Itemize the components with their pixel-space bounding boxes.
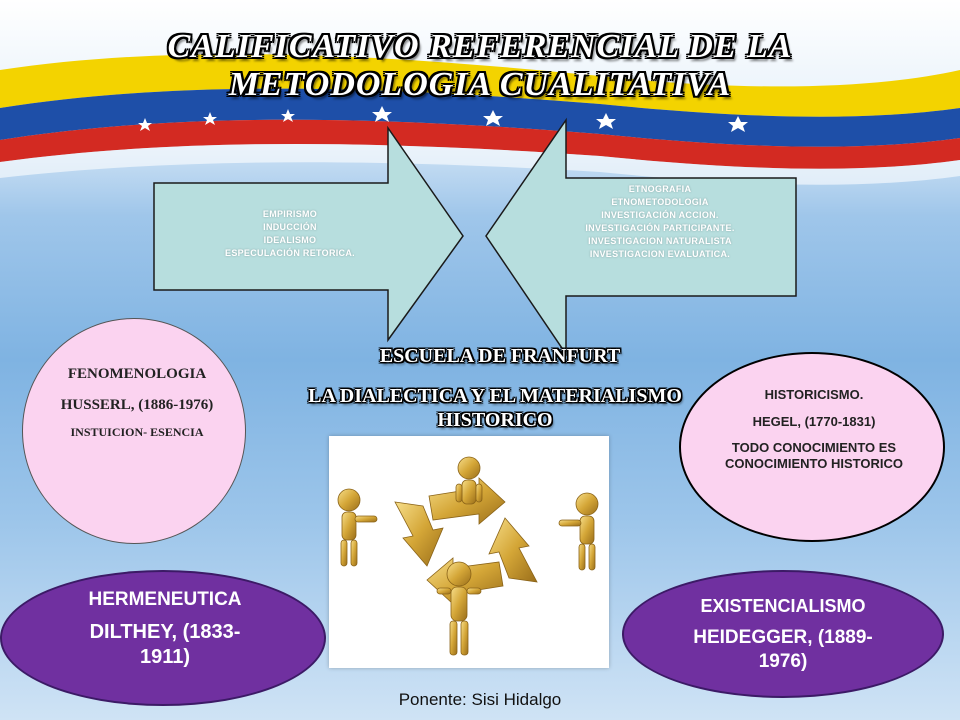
existencialismo-title: EXISTENCIALISMO <box>700 596 866 616</box>
historicismo-title: HISTORICISMO. <box>764 387 864 402</box>
title-line-2: METODOLOGIA CUALITATIVA <box>228 66 732 103</box>
hermeneutica-title: HERMENEUTICA <box>88 589 242 610</box>
right-arrow-item: INVESTIGACIÓN ACCION. <box>601 210 719 220</box>
existencialismo-ellipse <box>622 570 944 698</box>
dialectica-heading: LA DIALECTICA Y EL MATERIALISMO HISTORIC… <box>290 384 700 432</box>
historicismo-ellipse <box>679 352 945 542</box>
right-arrow-text: ETNOGRAFIA ETNOMETODOLOGIA INVESTIGACIÓN… <box>560 183 760 261</box>
dialectica-line-2: HISTORICO <box>437 409 553 431</box>
left-arrow-item: ESPECULACIÓN RETORICA. <box>225 248 355 258</box>
historicismo-text: HISTORICISMO. HEGEL, (1770-1831) TODO CO… <box>724 386 904 472</box>
historicismo-concept: TODO CONOCIMIENTO ES CONOCIMIENTO HISTOR… <box>725 440 903 471</box>
fenomenologia-title: FENOMENOLOGIA <box>67 366 207 382</box>
title-line-1: CALIFICATIVO REFERENCIAL DE LA <box>167 28 793 65</box>
presenter-footer: Ponente: Sisi Hidalgo <box>398 690 562 709</box>
hermeneutica-author: DILTHEY, (1833-1911) <box>89 621 241 668</box>
right-arrow-item: INVESTIGACION EVALUATICA. <box>589 249 731 259</box>
left-arrow-item: INDUCCIÓN <box>263 222 317 232</box>
fenomenologia-concept: INSTUICION- ESENCIA <box>70 425 204 439</box>
left-arrow-item: IDEALISMO <box>263 235 317 245</box>
escuela-heading: ESCUELA DE FRANFURT <box>379 345 621 367</box>
fenomenologia-ellipse <box>22 318 246 544</box>
right-arrow-item: ETNOGRAFIA <box>628 184 692 194</box>
hermeneutica-text: HERMENEUTICA DILTHEY, (1833-1911) <box>60 588 270 670</box>
slide-title: CALIFICATIVO REFERENCIAL DE LA METODOLOG… <box>160 28 800 104</box>
fenomenologia-text: FENOMENOLOGIA HUSSERL, (1886-1976) INSTU… <box>40 364 234 440</box>
puzzle-figures-image <box>329 436 609 668</box>
star-icon <box>138 106 748 132</box>
fenomenologia-author: HUSSERL, (1886-1976) <box>60 397 214 413</box>
left-arrow-shape <box>153 125 464 343</box>
right-arrow-shape <box>485 117 797 357</box>
left-arrow-item: EMPIRISMO <box>262 209 318 219</box>
dialectica-line-1: LA DIALECTICA Y EL MATERIALISMO <box>308 385 682 407</box>
right-arrow-item: INVESTIGACIÓN PARTICIPANTE. <box>585 223 735 233</box>
right-arrow-item: ETNOMETODOLOGIA <box>611 197 709 207</box>
hermeneutica-ellipse <box>0 570 326 706</box>
existencialismo-text: EXISTENCIALISMO HEIDEGGER, (1889-1976) <box>678 594 888 674</box>
flag-banner <box>0 54 960 185</box>
existencialismo-author: HEIDEGGER, (1889-1976) <box>693 627 873 672</box>
historicismo-author: HEGEL, (1770-1831) <box>752 414 876 429</box>
left-arrow-text: EMPIRISMO INDUCCIÓN IDEALISMO ESPECULACI… <box>185 208 395 260</box>
right-arrow-item: INVESTIGACION NATURALISTA <box>588 236 732 246</box>
